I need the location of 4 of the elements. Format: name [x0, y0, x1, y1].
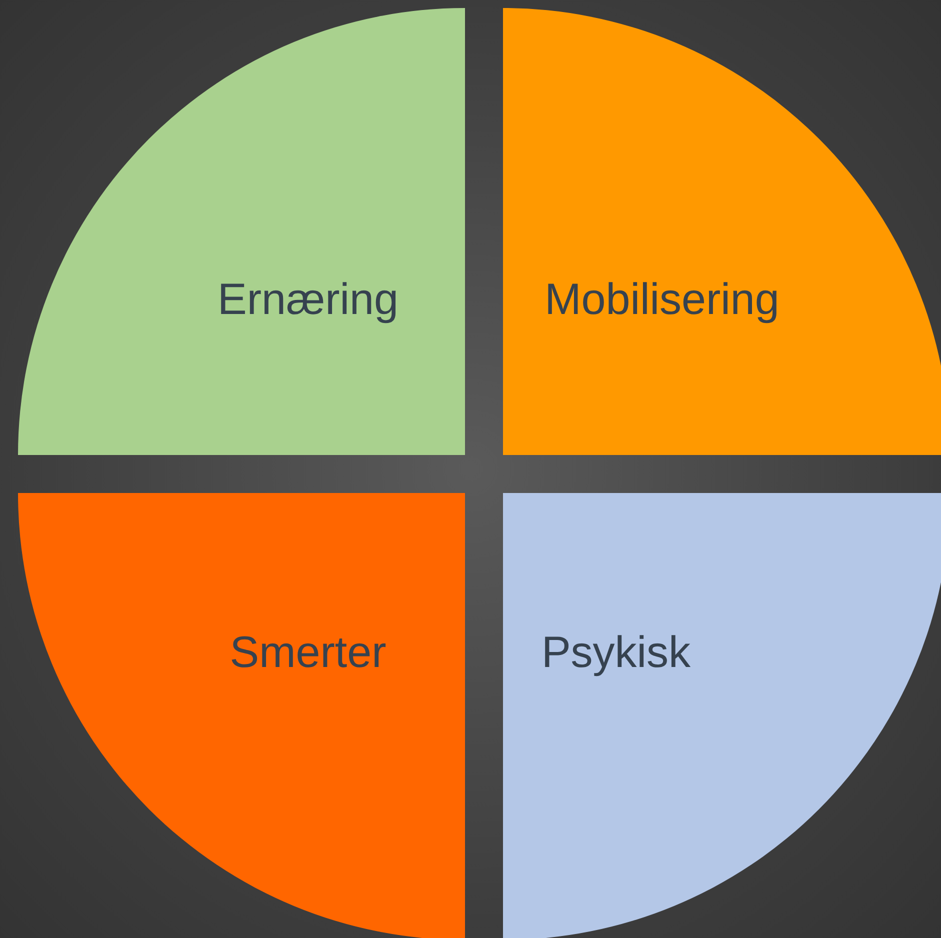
segment-label: Psykisk: [541, 628, 691, 678]
segment-label: Mobilisering: [544, 275, 780, 325]
segment-label: Ernæring: [218, 275, 398, 325]
segment-label: Smerter: [230, 628, 386, 678]
